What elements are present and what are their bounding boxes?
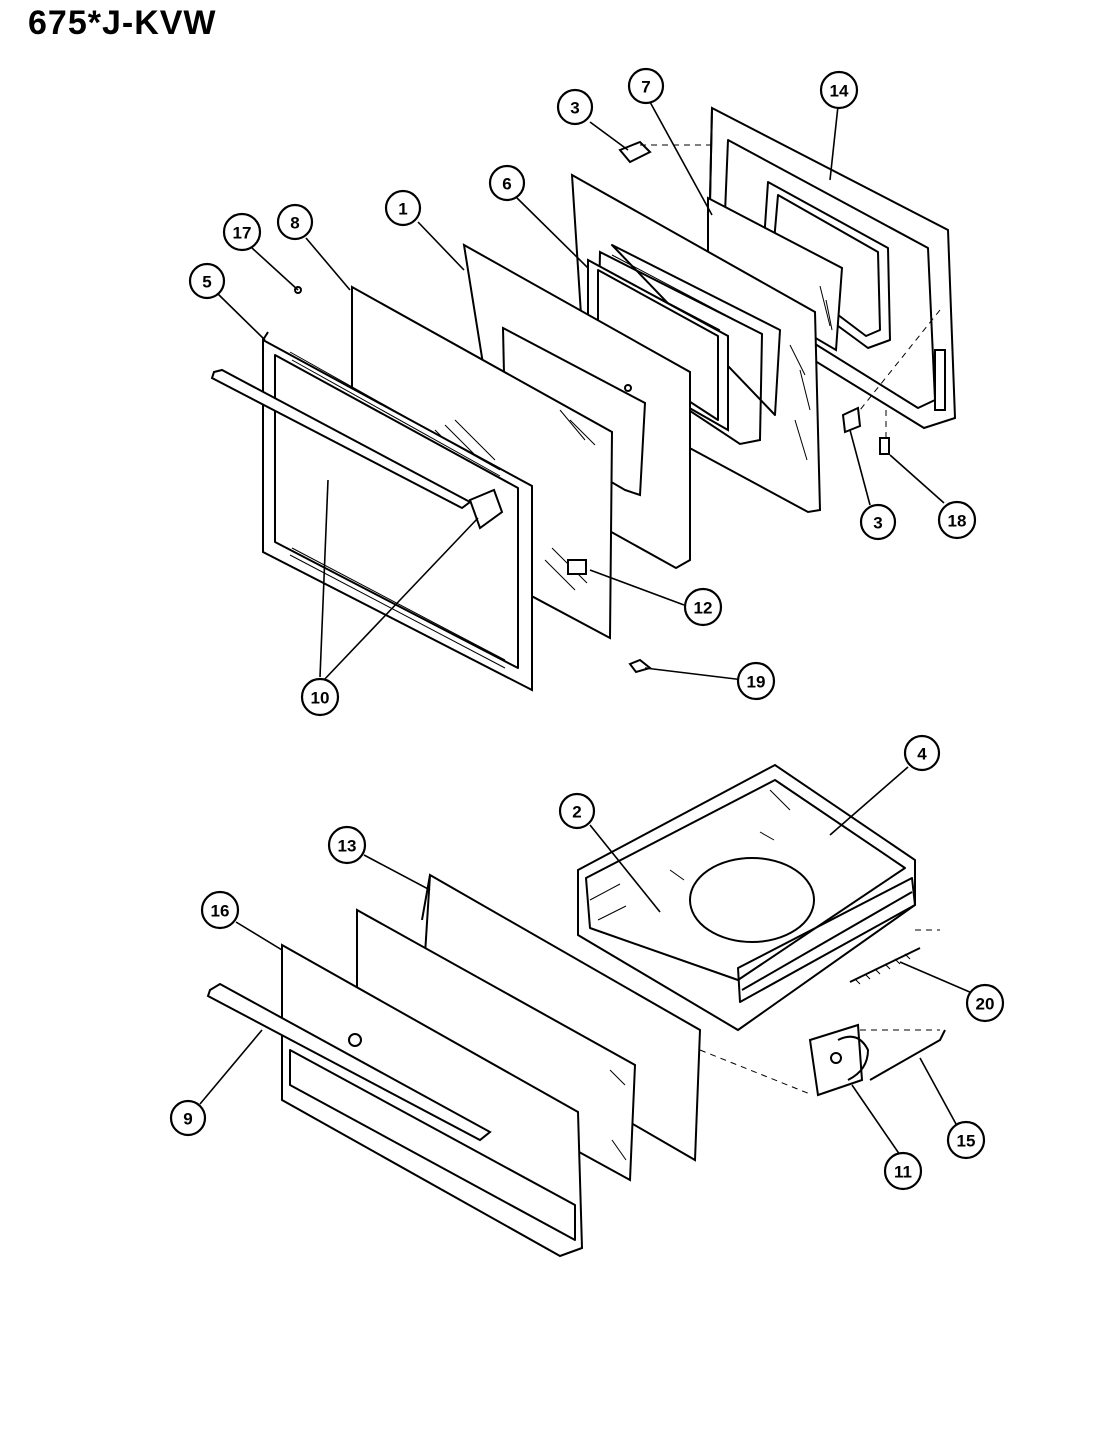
callout-12: 12 — [683, 587, 723, 627]
svg-text:17: 17 — [233, 224, 252, 243]
alignment-lines-lower — [699, 929, 940, 1095]
svg-text:10: 10 — [311, 689, 330, 708]
callout-3-top: 3 — [556, 88, 594, 126]
spring-part-18 — [879, 437, 890, 455]
clip-part-3a — [618, 140, 652, 164]
callout-1: 1 — [384, 189, 422, 227]
callout-19: 19 — [736, 661, 776, 701]
svg-text:3: 3 — [873, 514, 882, 533]
callout-3-bottom: 3 — [859, 503, 897, 541]
svg-text:11: 11 — [894, 1163, 912, 1182]
callout-2: 2 — [558, 792, 596, 830]
svg-text:18: 18 — [948, 512, 967, 531]
callout-7: 7 — [627, 67, 665, 105]
leader-lines — [199, 101, 973, 1156]
callout-8: 8 — [276, 203, 314, 241]
svg-text:9: 9 — [183, 1110, 192, 1129]
svg-text:12: 12 — [694, 599, 713, 618]
svg-text:4: 4 — [917, 745, 927, 764]
drawer-handle-part — [206, 982, 492, 1142]
svg-text:3: 3 — [570, 99, 579, 118]
svg-text:7: 7 — [641, 78, 650, 97]
alignment-lines-upper — [640, 144, 941, 438]
callout-5: 5 — [188, 262, 226, 300]
svg-text:1: 1 — [398, 200, 407, 219]
callout-18: 18 — [937, 500, 977, 540]
callout-14: 14 — [819, 70, 859, 110]
clip-part-3b — [841, 406, 862, 434]
drawer-body-part — [577, 763, 916, 1032]
callout-15: 15 — [946, 1120, 986, 1160]
svg-text:14: 14 — [830, 82, 849, 101]
callout-10: 10 — [300, 677, 340, 717]
callout-6: 6 — [488, 164, 526, 202]
bracket-part-19 — [628, 658, 653, 674]
svg-text:15: 15 — [957, 1132, 976, 1151]
callout-11: 11 — [883, 1151, 923, 1191]
drawer-bracket-part — [808, 1023, 869, 1097]
drawer-spring-part — [849, 947, 921, 985]
svg-text:8: 8 — [290, 214, 299, 233]
svg-text:5: 5 — [202, 273, 211, 292]
callout-9: 9 — [169, 1099, 207, 1137]
svg-text:16: 16 — [211, 902, 230, 921]
callout-16: 16 — [200, 890, 240, 930]
svg-text:19: 19 — [747, 673, 766, 692]
callout-13: 13 — [327, 825, 367, 865]
svg-text:2: 2 — [572, 803, 581, 822]
drawer-rod-part — [869, 1029, 946, 1081]
callout-17: 17 — [222, 212, 262, 252]
svg-text:6: 6 — [502, 175, 511, 194]
svg-text:13: 13 — [338, 837, 357, 856]
callout-4: 4 — [903, 734, 941, 772]
diagram-title: 675*J-KVW — [28, 4, 217, 42]
callout-20: 20 — [965, 983, 1005, 1023]
svg-text:20: 20 — [976, 995, 995, 1014]
